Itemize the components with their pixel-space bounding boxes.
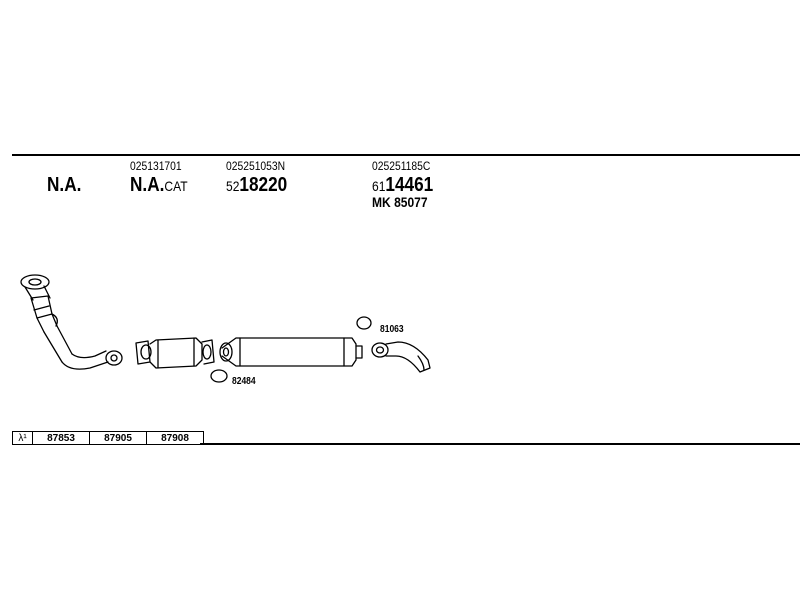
mk-kit-code: MK 85077 — [372, 194, 428, 210]
part-number-1: 025131701 — [130, 159, 182, 173]
na-label-1: N.A. — [47, 174, 82, 196]
rubber-ring-code: 81063 — [380, 324, 404, 335]
accessory-codes-table: λ¹ 87853 87905 87908 — [12, 431, 204, 445]
bottom-divider-line — [200, 443, 800, 445]
middle-silencer-part — [219, 337, 363, 367]
na-label-2: N.A. — [130, 174, 165, 196]
cat-suffix: CAT — [164, 178, 188, 194]
order-code-2: 5218220 — [226, 175, 287, 195]
front-pipe-catalyst-part — [20, 274, 123, 370]
part-number-3: 025251185C — [372, 159, 431, 173]
order-code-2-number: 18220 — [239, 174, 288, 196]
order-code-2-prefix: 52 — [226, 178, 240, 194]
accessory-code-2: 87905 — [89, 431, 147, 445]
catalytic-converter-part — [135, 337, 215, 369]
accessory-code-1: 87853 — [32, 431, 90, 445]
tail-pipe-part — [371, 341, 431, 373]
order-code-3-number: 14461 — [385, 174, 434, 196]
lambda-sensor-cell: λ¹ — [12, 431, 33, 445]
order-code-3: 6114461 — [372, 175, 433, 195]
part-number-2: 025251053N — [226, 159, 286, 173]
rubber-ring-81063 — [356, 316, 372, 330]
na-cat-label: N.A.CAT — [130, 175, 188, 195]
accessory-code-3: 87908 — [146, 431, 204, 445]
gasket-ring-code: 82484 — [232, 376, 256, 387]
gasket-ring-82484 — [210, 369, 228, 383]
table-row: λ¹ 87853 87905 87908 — [12, 431, 204, 445]
top-divider-line — [12, 154, 800, 156]
order-code-3-prefix: 61 — [372, 178, 386, 194]
